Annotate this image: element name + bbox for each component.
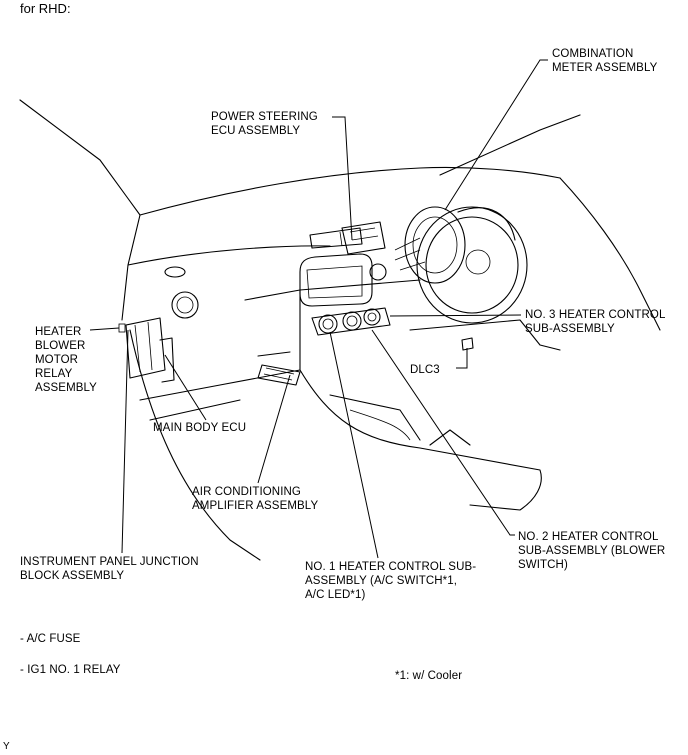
- label-main-body-ecu: MAIN BODY ECU: [153, 422, 247, 434]
- footnote: *1: w/ Cooler: [395, 670, 463, 682]
- dashboard-outline: [19, 99, 661, 561]
- label-instrument-panel-jb: INSTRUMENT PANEL JUNCTION BLOCK ASSEMBLY: [20, 556, 199, 582]
- label-no1-heater-control: NO. 1 HEATER CONTROL SUB- ASSEMBLY (A/C …: [305, 561, 477, 601]
- center-display: [299, 253, 387, 307]
- label-no3-heater-control: NO. 3 HEATER CONTROL SUB-ASSEMBLY: [525, 309, 666, 335]
- page-title: for RHD:: [20, 1, 71, 16]
- top-vent: [309, 227, 363, 249]
- label-power-steering-ecu: POWER STEERING ECU ASSEMBLY: [211, 111, 318, 137]
- junction-block: [118, 317, 175, 383]
- label-heater-blower-relay: HEATER BLOWER MOTOR RELAY ASSEMBLY: [35, 326, 97, 394]
- label-ac-amplifier: AIR CONDITIONING AMPLIFIER ASSEMBLY: [192, 486, 319, 512]
- steering-wheel: [394, 206, 528, 324]
- corner-mark: Y: [3, 741, 10, 752]
- note-ac-fuse: - A/C FUSE: [20, 633, 81, 645]
- center-console: [299, 369, 542, 511]
- left-vent: [164, 266, 199, 319]
- power-steering-ecu: [341, 221, 386, 255]
- heater-control-knobs: [311, 307, 391, 336]
- leader-lines: [89, 59, 548, 559]
- ac-amplifier: [257, 351, 301, 386]
- label-dlc3: DLC3: [410, 364, 440, 376]
- label-combination-meter: COMBINATION METER ASSEMBLY: [552, 48, 658, 74]
- note-ig1-relay: - IG1 NO. 1 RELAY: [20, 664, 121, 676]
- label-no2-heater-control: NO. 2 HEATER CONTROL SUB-ASSEMBLY (BLOWE…: [518, 531, 666, 571]
- dlc3-connector: [461, 337, 474, 351]
